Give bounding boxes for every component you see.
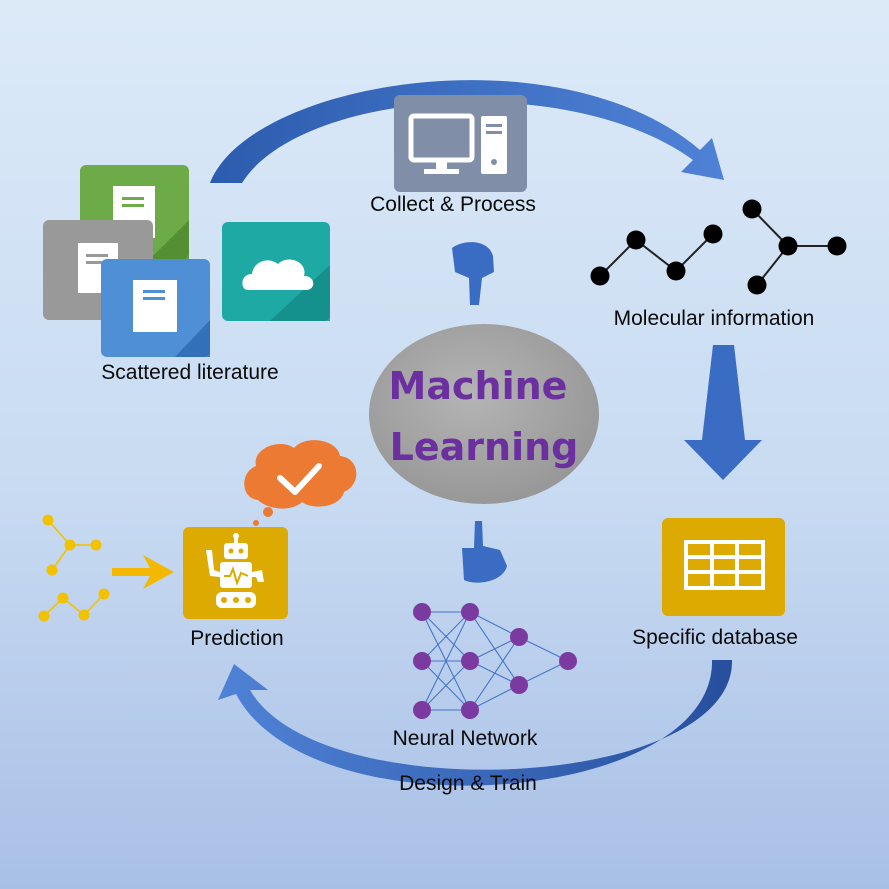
collect-label: Collect & Process [370, 193, 536, 216]
top-arc-arrow [210, 80, 724, 183]
molecular-label: Molecular information [614, 307, 815, 330]
database-label: Specific database [632, 626, 798, 649]
computer-icon [394, 95, 527, 192]
yellow-molecule-diagram [38, 514, 110, 622]
pointing-hand-icon [452, 242, 494, 305]
literature-label: Scattered literature [101, 361, 278, 384]
machine-learning-ellipse: Machine Learning [369, 324, 599, 504]
table-icon [662, 518, 785, 616]
design-label: Design & Train [399, 772, 537, 795]
yellow-arrow [112, 555, 174, 589]
document-icon [43, 165, 210, 357]
bottom-arc-arrow [218, 660, 733, 786]
center-title-line2: Learning [390, 425, 579, 469]
neural-label: Neural Network [393, 727, 538, 750]
neural-network-diagram [413, 603, 577, 719]
molecule-diagram [590, 199, 847, 295]
checkmark-cloud-icon [244, 440, 357, 526]
cloud-icon [222, 222, 330, 321]
down-arrow [684, 345, 762, 480]
prediction-label: Prediction [190, 627, 283, 650]
pointing-hand-icon [462, 521, 507, 583]
robot-icon [183, 527, 288, 619]
center-title-line1: Machine [389, 364, 568, 408]
